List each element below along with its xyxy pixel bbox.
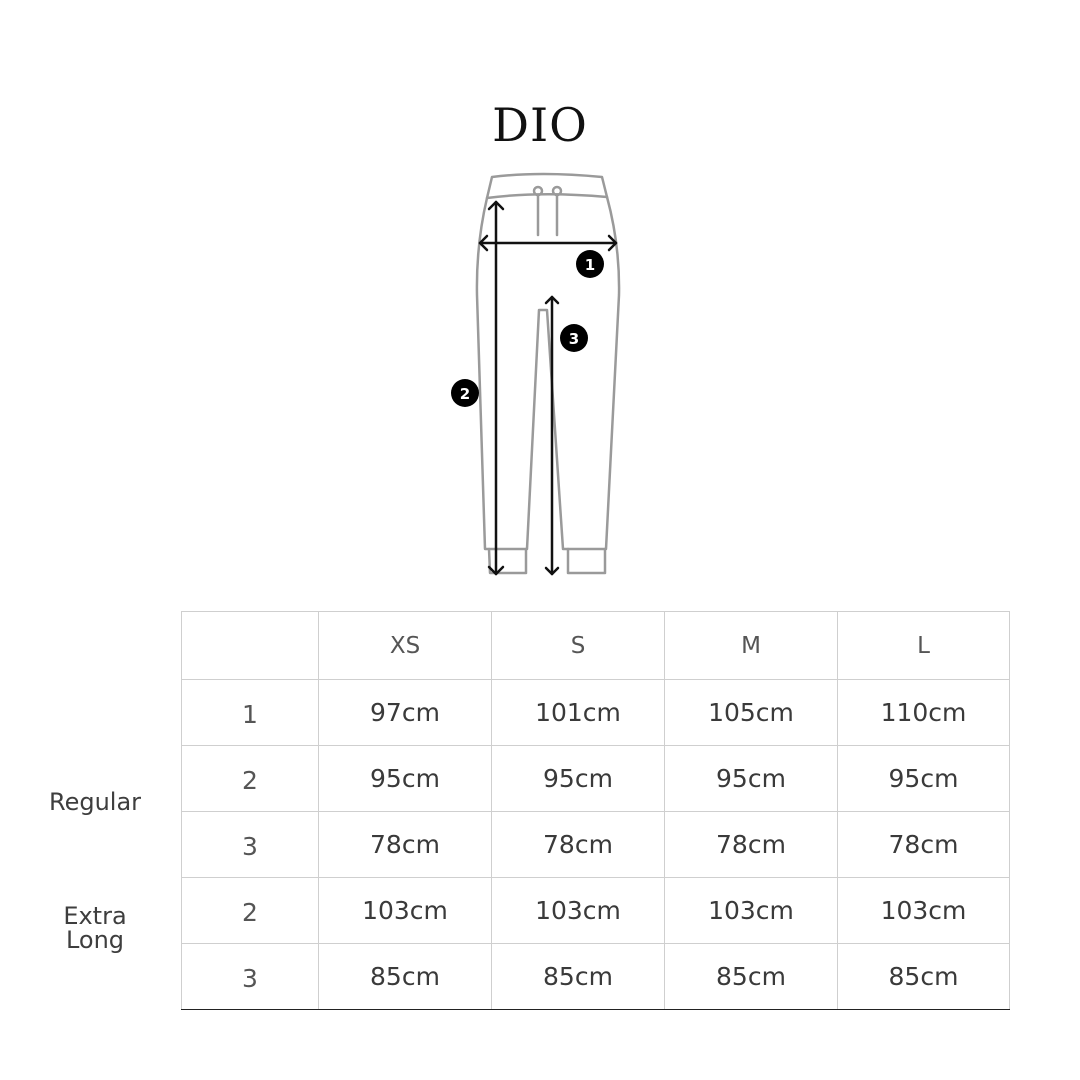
marker-1-label: 1 xyxy=(585,256,595,274)
table-cell: 78cm xyxy=(664,811,838,878)
header-cell-empty xyxy=(181,611,319,680)
row-key: 2 xyxy=(181,745,319,812)
table-cell: 85cm xyxy=(664,943,838,1010)
table-row: 2 103cm 103cm 103cm 103cm xyxy=(181,877,1010,944)
measurement-arrows xyxy=(478,200,618,576)
header-cell-l: L xyxy=(837,611,1010,680)
table-cell: 85cm xyxy=(837,943,1010,1010)
table-cell: 85cm xyxy=(318,943,492,1010)
size-chart-table: XS S M L 1 97cm 101cm 105cm 110cm 2 95cm… xyxy=(181,611,1010,1010)
table-cell: 78cm xyxy=(491,811,665,878)
marker-1: 1 xyxy=(576,250,604,278)
table-row: 2 95cm 95cm 95cm 95cm xyxy=(181,745,1010,812)
group-label-extra-long-line2: Long xyxy=(65,926,125,954)
table-cell: 97cm xyxy=(318,679,492,746)
marker-2-label: 2 xyxy=(460,385,470,403)
row-key: 2 xyxy=(181,877,319,944)
table-cell: 103cm xyxy=(318,877,492,944)
table-row: 1 97cm 101cm 105cm 110cm xyxy=(181,679,1010,746)
table-cell: 101cm xyxy=(491,679,665,746)
pants-measurement-diagram: 1 2 3 xyxy=(451,172,621,576)
table-cell: 95cm xyxy=(664,745,838,812)
row-key: 1 xyxy=(181,679,319,746)
page-title: DIO xyxy=(492,98,588,152)
pants-outline xyxy=(475,172,621,575)
header-cell-m: M xyxy=(664,611,838,680)
group-label-extra-long-line1: Extra xyxy=(63,902,127,930)
table-cell: 95cm xyxy=(491,745,665,812)
table-header-row: XS S M L xyxy=(181,611,1010,680)
table-cell: 103cm xyxy=(664,877,838,944)
marker-3-label: 3 xyxy=(569,330,579,348)
table-cell: 103cm xyxy=(837,877,1010,944)
table-cell: 78cm xyxy=(837,811,1010,878)
row-key: 3 xyxy=(181,811,319,878)
marker-3: 3 xyxy=(560,324,588,352)
table-cell: 110cm xyxy=(837,679,1010,746)
marker-2: 2 xyxy=(451,379,479,407)
table-cell: 78cm xyxy=(318,811,492,878)
row-key: 3 xyxy=(181,943,319,1010)
table-cell: 105cm xyxy=(664,679,838,746)
table-row: 3 78cm 78cm 78cm 78cm xyxy=(181,811,1010,878)
table-cell: 95cm xyxy=(318,745,492,812)
header-cell-xs: XS xyxy=(318,611,492,680)
header-cell-s: S xyxy=(491,611,665,680)
table-cell: 103cm xyxy=(491,877,665,944)
group-label-regular: Regular xyxy=(48,788,142,816)
table-cell: 85cm xyxy=(491,943,665,1010)
table-cell: 95cm xyxy=(837,745,1010,812)
table-row: 3 85cm 85cm 85cm 85cm xyxy=(181,943,1010,1010)
